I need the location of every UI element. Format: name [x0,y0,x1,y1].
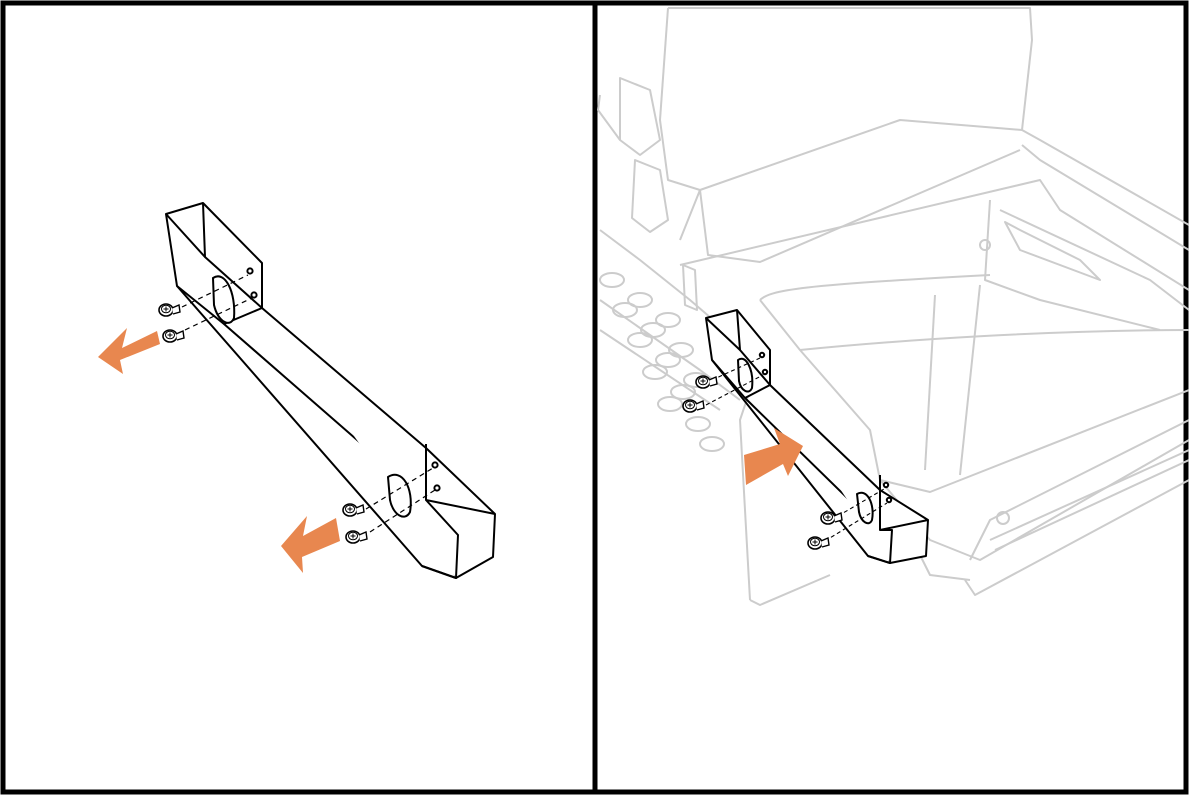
arrow-icon [744,428,803,485]
screw-icon [345,530,368,544]
screw-icon [162,329,185,343]
screw-icon [807,536,830,550]
screw-icon [342,503,365,517]
screw-icon [158,303,181,317]
guide-lines [705,357,888,542]
arrow-icon [281,516,340,573]
guide-lines [181,274,436,533]
arrow-icon [98,328,160,374]
screw-icon [682,399,705,413]
right-panel [597,7,1189,606]
screw-icon [695,375,718,389]
bracket-icon [165,202,496,579]
bracket-icon [705,309,929,564]
screw-icon [820,511,843,525]
left-panel [98,202,496,579]
